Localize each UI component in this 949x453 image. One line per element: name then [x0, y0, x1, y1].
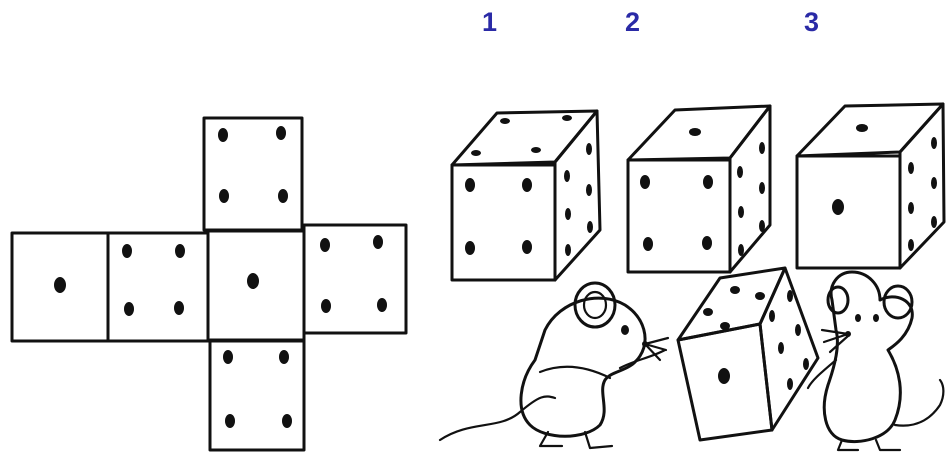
net-face-right: [304, 225, 406, 333]
net-face-bottom: [210, 340, 304, 450]
left-mouse: [440, 283, 668, 448]
net-face-left: [12, 233, 108, 341]
dice-2: [628, 106, 770, 272]
cube-net: [12, 118, 406, 450]
dice-3: [797, 104, 944, 268]
net-face-top: [204, 118, 302, 230]
tilted-dice: [678, 268, 818, 440]
net-face-center: [208, 231, 304, 341]
right-mouse: [808, 272, 943, 450]
dice-1: [452, 111, 600, 280]
net-face-center-left: [108, 233, 208, 341]
